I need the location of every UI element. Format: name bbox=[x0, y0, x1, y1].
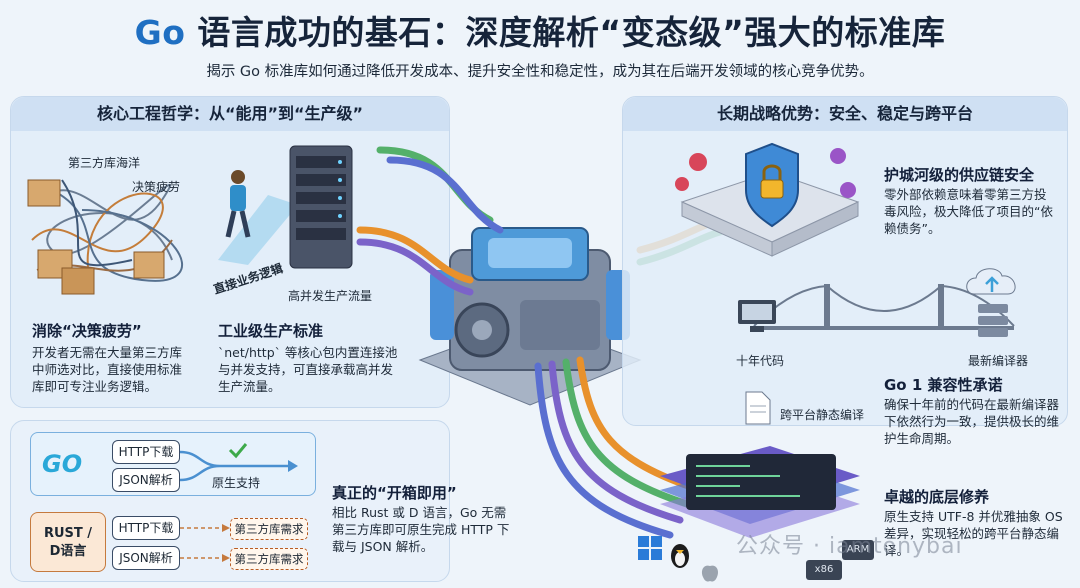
decision-fatigue-label: 决策疲劳 bbox=[132, 180, 181, 194]
native-arrow bbox=[179, 450, 298, 482]
computer-icon bbox=[738, 300, 776, 332]
linux-icon bbox=[671, 544, 689, 568]
go-json-box: JSON解析 bbox=[112, 468, 180, 492]
go-http-box: HTTP下载 bbox=[112, 440, 180, 464]
fatigue-text: 开发者无需在大量第三方库中师选对比，直接使用标准库即可专注业务逻辑。 bbox=[32, 345, 183, 394]
compat-text: 确保十年前的代码在最新编译器下依然行为一致，提供极长的维护生命周期。 bbox=[884, 397, 1060, 446]
bottom-title: 卓越的底层修养 bbox=[884, 488, 990, 506]
compat-title: Go 1 兼容性承诺 bbox=[884, 376, 1003, 394]
fatigue-title: 消除“决策疲劳” bbox=[32, 322, 142, 340]
industrial-title: 工业级生产标准 bbox=[218, 322, 324, 340]
left-panel: 核心工程哲学：从“能用”到“生产级” bbox=[10, 96, 450, 408]
cloud-server-icon bbox=[966, 268, 1016, 337]
server-tower bbox=[289, 145, 353, 269]
check-icon bbox=[228, 443, 248, 459]
bridge-illustration bbox=[753, 284, 1015, 330]
third-party-ocean-label: 第三方库海洋 bbox=[68, 156, 141, 170]
platform-stack bbox=[660, 446, 860, 538]
third-party-req-1: 第三方库需求 bbox=[230, 518, 308, 540]
castle-shield-illustration bbox=[675, 142, 860, 257]
cross-static-label: 跨平台静态编译 bbox=[780, 408, 865, 422]
right-panel: 长期战略优势：安全、稳定与跨平台 bbox=[622, 96, 1068, 426]
native-support-label: 原生支持 bbox=[212, 476, 261, 490]
windows-icon bbox=[638, 536, 662, 560]
engine-illustration bbox=[418, 227, 642, 406]
chip-x86: x86 bbox=[806, 560, 842, 580]
high-traffic-label: 高并发生产流量 bbox=[288, 289, 373, 303]
bottom-text: 原生支持 UTF-8 并优雅抽象 OS 差异，实现轻松的跨平台静态编译。 bbox=[884, 509, 1063, 558]
tangled-libraries-illustration bbox=[27, 179, 184, 295]
rd-json-box: JSON解析 bbox=[112, 546, 180, 570]
chip-arm: ARM bbox=[842, 540, 874, 560]
go-logo: GO bbox=[42, 450, 83, 478]
page-title: Go 语言成功的基石：深度解析“变态级”强大的标准库 bbox=[0, 6, 1080, 54]
title-go: Go bbox=[134, 13, 186, 52]
out-of-box-title: 真正的“开箱即用” bbox=[332, 484, 457, 502]
rd-http-box: HTTP下载 bbox=[112, 516, 180, 540]
out-of-box-text: 相比 Rust 或 D 语言，Go 无需第三方库即可原生完成 HTTP 下载与 … bbox=[332, 505, 510, 554]
ten-year-code-label: 十年代码 bbox=[736, 354, 785, 368]
third-party-req-2: 第三方库需求 bbox=[230, 548, 308, 570]
watermark: 公众号 · iamtonybai bbox=[736, 534, 963, 559]
moat-text: 零外部依赖意味着零第三方投毒风险，极大降低了项目的“依赖债务”。 bbox=[884, 187, 1053, 236]
left-panel-heading: 核心工程哲学：从“能用”到“生产级” bbox=[11, 97, 449, 131]
page-subtitle: 揭示 Go 标准库如何通过降低开发成本、提升安全性和稳定性，成为其在后端开发领域… bbox=[206, 64, 874, 80]
moat-title: 护城河级的供应链安全 bbox=[884, 166, 1035, 184]
industrial-text: `net/http` 等核心包内置连接池与并发支持，可直接承载高并发生产流量。 bbox=[218, 345, 398, 394]
apple-icon bbox=[701, 565, 719, 582]
right-panel-heading: 长期战略优势：安全、稳定与跨平台 bbox=[623, 97, 1067, 131]
rust-d-label: RUST / D语言 bbox=[30, 512, 106, 572]
document-icon bbox=[745, 391, 771, 425]
third-party-arrows bbox=[180, 524, 230, 562]
title-rest: 语言成功的基石：深度解析“变态级”强大的标准库 bbox=[185, 13, 946, 52]
developer-figure bbox=[218, 170, 298, 265]
latest-compiler-label: 最新编译器 bbox=[968, 354, 1029, 368]
